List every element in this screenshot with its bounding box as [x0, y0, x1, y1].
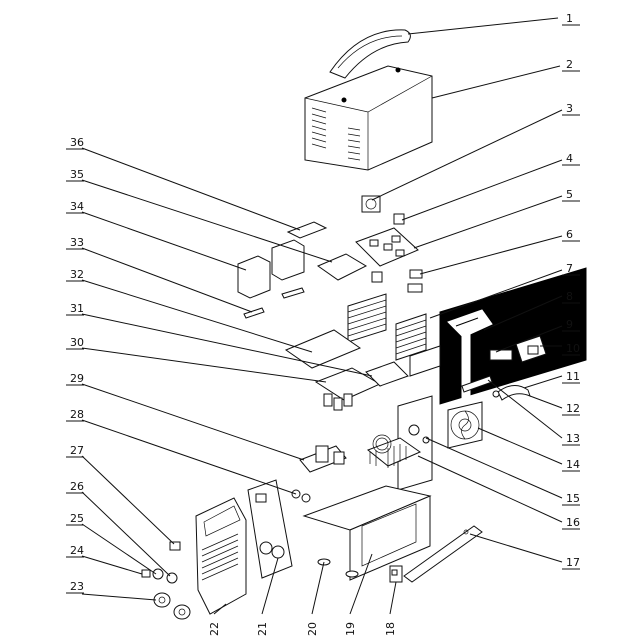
part-5-board	[355, 227, 419, 267]
part-34-36-brackets	[237, 221, 383, 299]
callout-15: 15	[566, 492, 580, 505]
part-30-capacitor-board	[314, 367, 382, 411]
callout-underlines	[66, 24, 580, 594]
callout-18: 18	[384, 622, 397, 636]
part-17-bar	[403, 525, 483, 583]
part-15-16-rear-panel	[367, 395, 433, 491]
callout-24: 24	[70, 544, 84, 557]
callout-10: 10	[566, 342, 580, 355]
callout-22: 22	[208, 622, 221, 636]
callout-36: 36	[70, 136, 84, 149]
callout-numbers: 1 2 3 4 5 6 7 8 9 10 11 12 13 14 15 16 1…	[70, 12, 580, 636]
callout-1: 1	[566, 12, 573, 25]
part-18	[389, 565, 403, 583]
callout-34: 34	[70, 200, 84, 213]
part-32-board	[284, 329, 362, 369]
part-10	[515, 335, 547, 363]
part-21-front-plate	[247, 479, 293, 579]
part-29-inductor	[299, 445, 347, 473]
callout-12: 12	[566, 402, 580, 415]
leader-lines	[81, 17, 563, 615]
part-13-bar	[461, 375, 493, 393]
part-33-bars	[243, 287, 305, 319]
callout-14: 14	[566, 458, 580, 471]
callout-23: 23	[70, 580, 84, 593]
part-7-insulation-sheet	[439, 267, 587, 405]
callout-2: 2	[566, 58, 573, 71]
part-24-26-knobs	[141, 568, 178, 584]
callout-35: 35	[70, 168, 84, 181]
callout-20: 20	[306, 622, 319, 636]
part-31-board	[365, 361, 409, 387]
callout-25: 25	[70, 512, 84, 525]
callout-9: 9	[566, 318, 573, 331]
part-27-label	[169, 541, 181, 551]
part-6	[407, 269, 423, 293]
callout-29: 29	[70, 372, 84, 385]
callout-5: 5	[566, 188, 573, 201]
part-heatsink	[347, 293, 441, 377]
callout-30: 30	[70, 336, 84, 349]
part-22-front-bezel	[195, 497, 247, 615]
callout-16: 16	[566, 516, 580, 529]
callout-13: 13	[566, 432, 580, 445]
callout-8: 8	[566, 290, 573, 303]
callout-6: 6	[566, 228, 573, 241]
callout-32: 32	[70, 268, 84, 281]
part-4	[393, 213, 405, 225]
callout-21: 21	[256, 622, 269, 636]
part-14-fan	[447, 401, 483, 449]
callout-31: 31	[70, 302, 84, 315]
callout-28: 28	[70, 408, 84, 421]
part-28-knobs	[291, 489, 311, 503]
part-handle	[329, 29, 411, 79]
callout-7: 7	[566, 262, 573, 275]
part-8-9	[489, 349, 513, 361]
callout-19: 19	[344, 622, 357, 636]
callout-26: 26	[70, 480, 84, 493]
callout-4: 4	[566, 152, 573, 165]
part-3	[361, 195, 381, 213]
callout-27: 27	[70, 444, 84, 457]
callout-17: 17	[566, 556, 580, 569]
part-top-cover	[304, 65, 433, 171]
callout-33: 33	[70, 236, 84, 249]
callout-3: 3	[566, 102, 573, 115]
callout-11: 11	[566, 370, 580, 383]
part-23-connectors	[153, 592, 191, 620]
